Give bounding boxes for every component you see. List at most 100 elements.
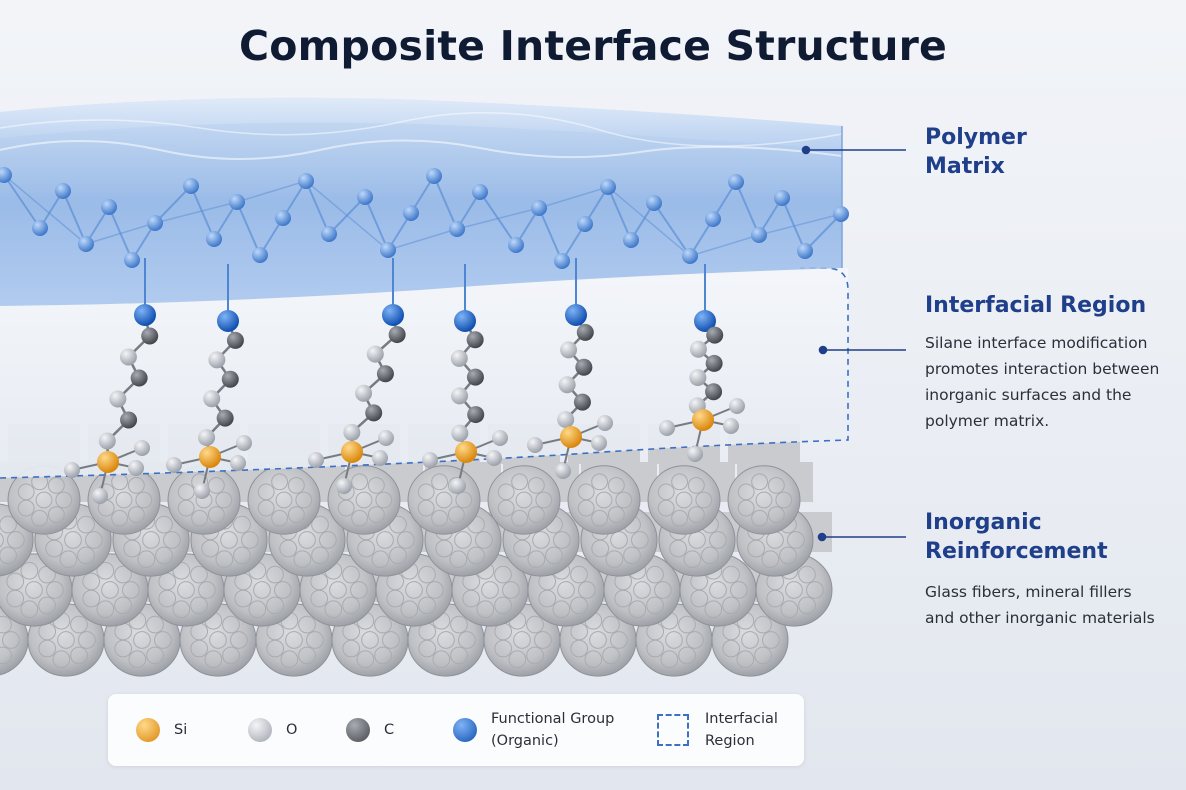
polymer-bond bbox=[236, 201, 261, 256]
legend-functional-line2: (Organic) bbox=[491, 733, 559, 749]
polymer-matrix-label: Polymer Matrix bbox=[925, 123, 1027, 181]
polymer-bond bbox=[758, 213, 842, 236]
oxygen-atom bbox=[119, 348, 137, 366]
oxygen-atom bbox=[729, 398, 745, 414]
oxygen-atom bbox=[166, 457, 182, 473]
polymer-bond bbox=[305, 180, 330, 235]
interfacial-desc-line3: inorganic surfaces and the bbox=[925, 386, 1132, 404]
legend-item-functional-group: Functional Group (Organic) bbox=[453, 694, 614, 766]
carbon-atom bbox=[575, 358, 593, 376]
oxygen-atom bbox=[98, 432, 116, 450]
carbon-atom bbox=[226, 331, 244, 349]
interfacial-region-label: Interfacial Region bbox=[925, 293, 1147, 318]
oxygen-atom bbox=[689, 369, 707, 387]
o-atom-icon bbox=[248, 718, 272, 742]
carbon-atom bbox=[376, 365, 394, 383]
carbon-atom bbox=[467, 406, 485, 424]
inorganic-desc-line1: Glass fibers, mineral fillers bbox=[925, 583, 1132, 601]
legend-interfacial-line2: Region bbox=[705, 733, 755, 749]
oxygen-atom bbox=[555, 463, 571, 479]
oxygen-atom bbox=[689, 340, 707, 358]
interfacial-desc-line1: Silane interface modification bbox=[925, 334, 1148, 352]
oxygen-atom bbox=[134, 440, 150, 456]
oxygen-atom bbox=[336, 478, 352, 494]
polymer-label-line2: Matrix bbox=[925, 154, 1005, 179]
polymer-atom bbox=[797, 243, 813, 259]
legend-item-o: O bbox=[248, 694, 297, 766]
oxygen-atom bbox=[203, 390, 221, 408]
interfacial-region-description: Silane interface modification promotes i… bbox=[925, 330, 1170, 434]
polymer-atom bbox=[774, 190, 790, 206]
polymer-bond bbox=[328, 196, 366, 235]
page-title: Composite Interface Structure bbox=[238, 22, 948, 70]
carbon-atom bbox=[705, 383, 723, 401]
legend-item-c: C bbox=[346, 694, 394, 766]
polymer-atom bbox=[472, 184, 488, 200]
polymer-atom bbox=[252, 247, 268, 263]
oxygen-atom bbox=[109, 390, 127, 408]
interfacial-region-layer bbox=[0, 268, 848, 478]
legend-o-label: O bbox=[286, 722, 298, 738]
polymer-bond bbox=[154, 185, 192, 224]
polymer-atom bbox=[508, 237, 524, 253]
functional-group-atom bbox=[454, 310, 476, 332]
legend-item-interfacial-region: Interfacial Region bbox=[657, 694, 778, 766]
oxygen-atom bbox=[92, 488, 108, 504]
functional-group-atom bbox=[134, 304, 156, 326]
polymer-atom bbox=[554, 253, 570, 269]
legend: Si O C Functional Group (Organic) Interf… bbox=[108, 694, 804, 766]
oxygen-atom bbox=[597, 415, 613, 431]
silicon-atom bbox=[692, 409, 714, 431]
silicon-atom bbox=[199, 446, 221, 468]
oxygen-atom bbox=[687, 446, 703, 462]
polymer-atom bbox=[380, 242, 396, 258]
carbon-atom bbox=[573, 393, 591, 411]
si-atom-icon bbox=[136, 718, 160, 742]
carbon-atom bbox=[705, 354, 723, 372]
polymer-bond bbox=[433, 175, 458, 230]
polymer-atom bbox=[229, 194, 245, 210]
inorganic-label-line1: Inorganic bbox=[925, 510, 1042, 535]
oxygen-atom bbox=[194, 483, 210, 499]
polymer-atom bbox=[705, 211, 721, 227]
polymer-atom bbox=[682, 248, 698, 264]
functional-group-atom bbox=[217, 310, 239, 332]
oxygen-atom bbox=[366, 345, 384, 363]
oxygen-atom bbox=[450, 349, 468, 367]
polymer-atom bbox=[183, 178, 199, 194]
interfacial-desc-line2: promotes interaction between bbox=[925, 360, 1160, 378]
oxygen-atom bbox=[451, 387, 469, 405]
silicon-atom bbox=[455, 441, 477, 463]
functional-group-atom bbox=[382, 304, 404, 326]
legend-c-label: C bbox=[384, 722, 395, 738]
polymer-bond bbox=[387, 228, 458, 251]
polymer-bond bbox=[3, 174, 87, 245]
carbon-atom bbox=[130, 369, 148, 387]
polymer-atom bbox=[646, 195, 662, 211]
polymer-atom bbox=[751, 227, 767, 243]
oxygen-atom bbox=[372, 450, 388, 466]
leader-lines bbox=[801, 145, 906, 542]
polymer-label-line1: Polymer bbox=[925, 125, 1027, 150]
legend-interfacial-label: Interfacial Region bbox=[705, 708, 778, 752]
oxygen-atom bbox=[378, 430, 394, 446]
oxygen-atom bbox=[486, 450, 502, 466]
legend-item-si: Si bbox=[136, 694, 187, 766]
polymer-bond bbox=[190, 185, 215, 240]
oxygen-atom bbox=[492, 430, 508, 446]
polymer-atom bbox=[357, 189, 373, 205]
carbon-atom bbox=[706, 326, 724, 344]
polymer-bond bbox=[538, 186, 609, 209]
legend-si-label: Si bbox=[174, 722, 188, 738]
inorganic-desc-line2: and other inorganic materials bbox=[925, 609, 1155, 627]
polymer-bond bbox=[364, 196, 389, 251]
legend-interfacial-line1: Interfacial bbox=[705, 711, 778, 727]
oxygen-atom bbox=[527, 437, 543, 453]
carbon-atom bbox=[120, 411, 138, 429]
polymer-bond bbox=[479, 191, 517, 246]
polymer-bond bbox=[735, 181, 760, 236]
functional-group-atom bbox=[694, 310, 716, 332]
polymer-atom bbox=[0, 167, 12, 183]
polymer-atom bbox=[833, 206, 849, 222]
